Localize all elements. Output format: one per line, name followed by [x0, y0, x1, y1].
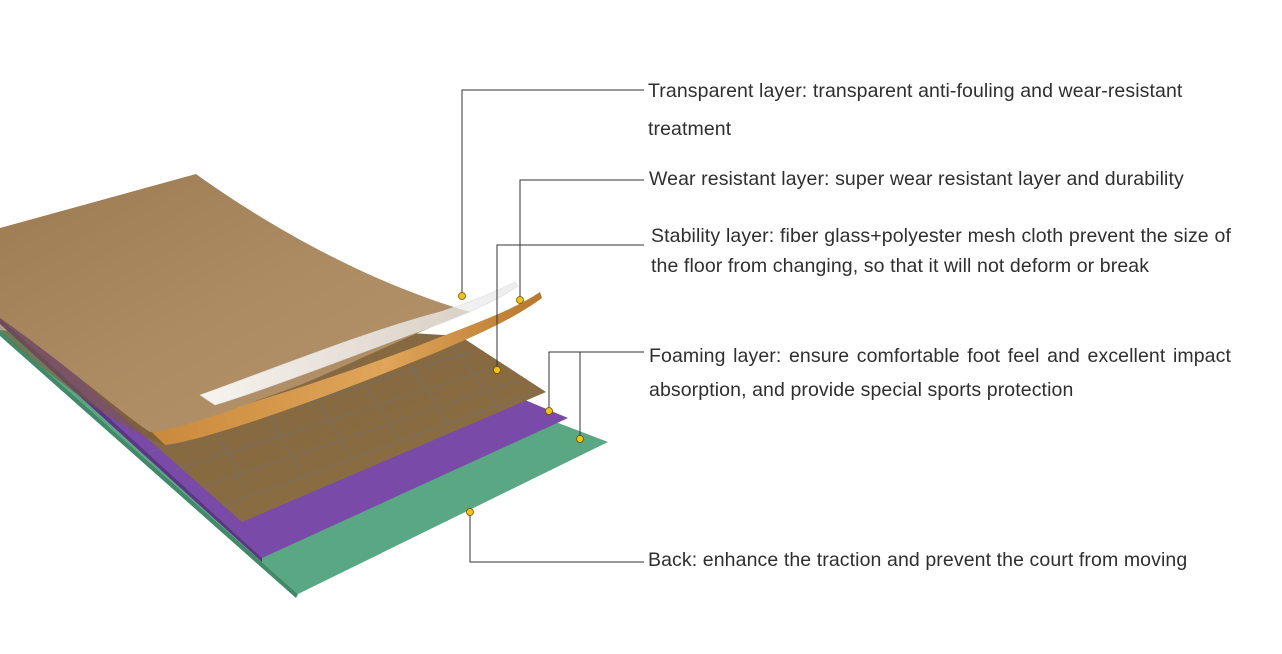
transparent-dot	[458, 292, 466, 300]
stability-layer-label: Stability layer: fiber glass+polyester m…	[651, 225, 1231, 277]
transparent-layer-film	[199, 281, 519, 406]
stability-dot	[493, 366, 501, 374]
wear-layer-label: Wear resistant layer: super wear resista…	[649, 168, 1184, 190]
callout-dots	[458, 292, 584, 516]
back-dot	[466, 508, 474, 516]
transparent-layer-label: Transparent layer: transparent anti-foul…	[648, 80, 1183, 140]
back-layer-label: Back: enhance the traction and prevent t…	[648, 549, 1188, 571]
wear-layer-curl	[150, 292, 542, 445]
wear-dot	[516, 296, 524, 304]
foaming-dot	[545, 407, 553, 415]
foaming-dot-2	[576, 435, 584, 443]
top-wood-sheet	[0, 174, 470, 432]
callout-lines	[461, 89, 644, 563]
foaming-layer-label: Foaming layer: ensure comfortable foot f…	[649, 345, 1231, 401]
